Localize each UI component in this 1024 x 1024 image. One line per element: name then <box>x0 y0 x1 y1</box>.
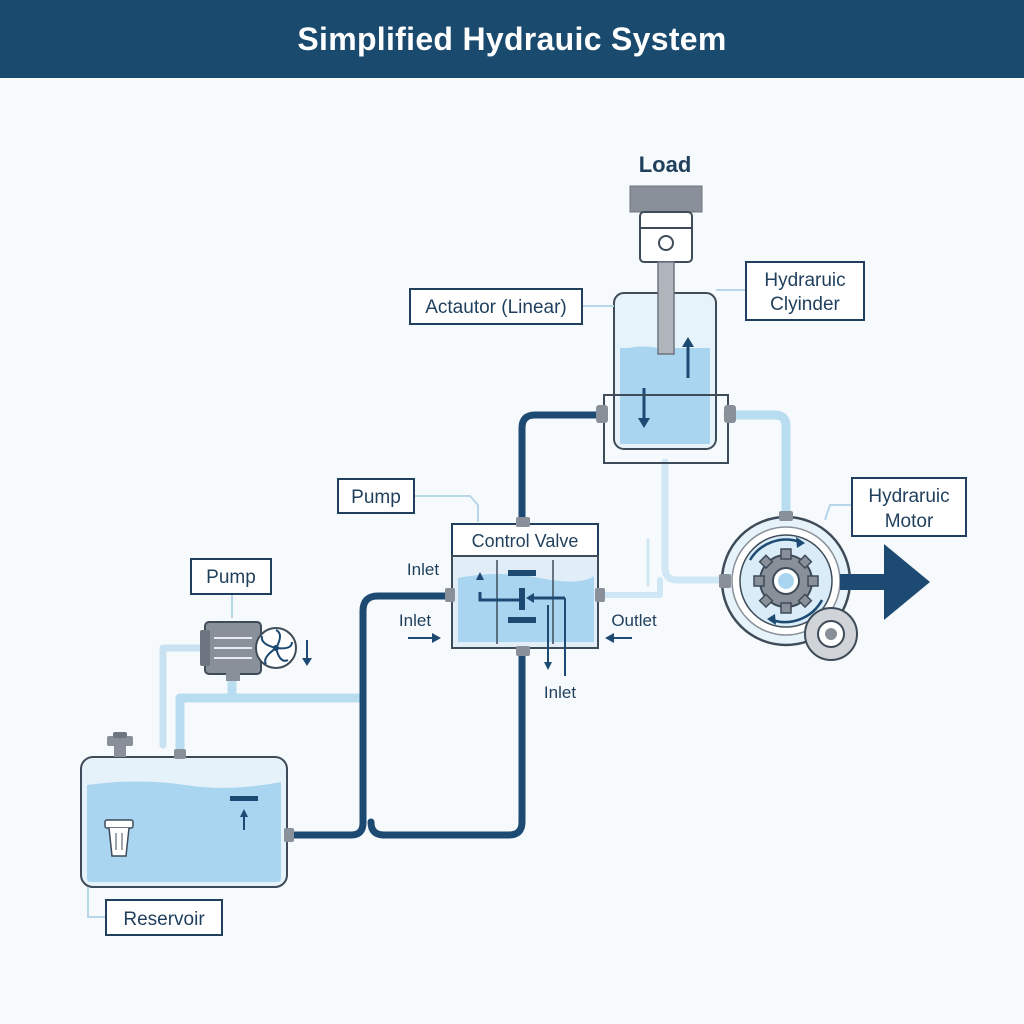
fan-icon <box>255 627 297 669</box>
outlet-label: Outlet <box>611 611 657 630</box>
svg-text:Pump: Pump <box>206 567 256 588</box>
hydraulic-motor-label: Hydraruic Motor <box>824 477 967 537</box>
svg-text:Clyinder: Clyinder <box>770 294 840 315</box>
pump-label-lower: Pump <box>190 558 272 618</box>
pump-down-arrow <box>302 640 312 666</box>
hydraulic-cylinder-label: Hydraruic Clyinder <box>716 261 865 321</box>
svg-text:Pump: Pump <box>351 487 401 508</box>
actuator-label: Actautor (Linear) <box>409 288 614 325</box>
pipe-pump-down <box>175 670 237 757</box>
page-title: Simplified Hydrauic System <box>0 0 1024 78</box>
outlet-arrow <box>605 633 632 643</box>
pipe-cylinder-to-valve <box>518 411 608 526</box>
pipe-valve-to-motor <box>595 577 663 598</box>
reservoir-label: Reservoir <box>87 887 223 936</box>
svg-text:Hydraruic: Hydraruic <box>868 486 949 507</box>
control-valve: Control Valve <box>445 517 605 676</box>
load-label: Load <box>639 152 692 177</box>
svg-text:Reservoir: Reservoir <box>123 909 205 930</box>
svg-text:Hydraruic: Hydraruic <box>764 270 845 291</box>
piston-icon <box>639 211 693 263</box>
dark-pipes <box>286 411 608 839</box>
svg-text:Motor: Motor <box>885 511 934 532</box>
hydraulic-cylinder <box>596 261 736 464</box>
svg-text:Actautor (Linear): Actautor (Linear) <box>425 297 567 318</box>
pipe-valve-bottom <box>367 648 526 839</box>
svg-text:Control Valve: Control Valve <box>472 531 579 551</box>
hydraulic-motor <box>719 511 858 661</box>
pipe-cylinder-to-motor <box>723 410 791 520</box>
inlet-bottom-label: Inlet <box>544 683 576 702</box>
reservoir-tank <box>80 732 294 888</box>
inlet-top-label: Inlet <box>407 560 439 579</box>
gear-icon <box>753 548 819 614</box>
pipe-valve-left <box>286 592 456 839</box>
pump-icon <box>200 621 262 681</box>
pipe-cylinder-down <box>661 458 726 584</box>
output-arrow-icon <box>840 544 930 620</box>
load-block <box>629 185 703 213</box>
pump-label-upper: Pump <box>337 478 479 522</box>
inlet-left-arrow <box>408 633 441 643</box>
filter-icon <box>104 819 134 857</box>
inlet-left-label: Inlet <box>399 611 431 630</box>
